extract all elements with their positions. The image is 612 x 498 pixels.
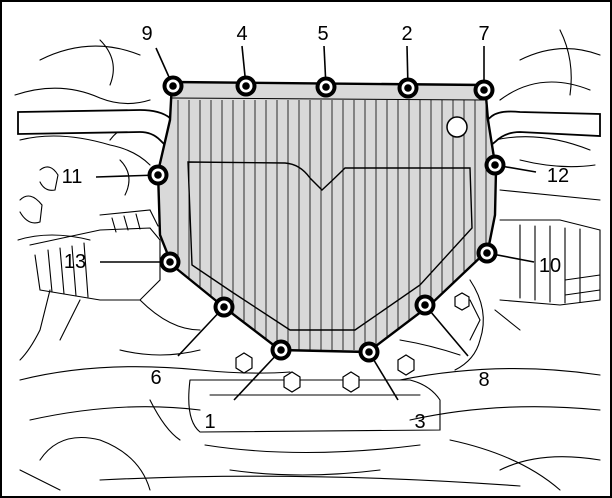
- hex-flange-bolt-icon: [235, 75, 257, 97]
- bolt-number-label: 6: [150, 367, 161, 389]
- bolt-number-label: 3: [414, 411, 425, 433]
- bolt-2: 2: [397, 23, 419, 99]
- hex-nut-icon: [342, 371, 360, 393]
- bolt-11: 11: [62, 164, 169, 188]
- bolt-number-label: 13: [64, 251, 86, 273]
- hex-nut-icon: [397, 354, 415, 376]
- hex-flange-bolt-icon: [476, 242, 498, 264]
- hex-flange-bolt-icon: [473, 79, 495, 101]
- bolt-number-label: 10: [539, 255, 561, 277]
- bolt-number-label: 9: [141, 23, 152, 45]
- hex-flange-bolt-icon: [358, 341, 380, 363]
- hex-flange-bolt-icon: [162, 75, 184, 97]
- bolt-7: 7: [473, 23, 495, 101]
- leader-line: [177, 306, 225, 357]
- hex-flange-bolt-icon: [147, 164, 169, 186]
- bolt-10: 10: [476, 242, 561, 277]
- bolt-4: 4: [235, 23, 257, 97]
- oil-pan-inner-recess: [187, 161, 473, 331]
- drain-plug-icon: [446, 116, 468, 138]
- bolt-number-label: 8: [478, 369, 489, 391]
- bolt-number-label: 12: [547, 165, 569, 187]
- bolt-number-label: 4: [236, 23, 247, 45]
- bolt-9: 9: [141, 23, 184, 97]
- leader-line: [233, 349, 282, 401]
- bolt-8: 8: [414, 294, 490, 391]
- hex-nut-icon: [283, 371, 301, 393]
- bolt-3: 3: [358, 341, 426, 433]
- leader-line: [424, 304, 469, 357]
- hex-flange-bolt-icon: [213, 296, 235, 318]
- bolt-number-label: 2: [401, 23, 412, 45]
- hex-nut-icon: [454, 292, 470, 311]
- hex-flange-bolt-icon: [159, 251, 181, 273]
- hex-flange-bolt-icon: [484, 154, 506, 176]
- bolt-6: 6: [150, 296, 235, 389]
- background-chassis-sketch: [14, 29, 601, 491]
- bolt-number-label: 1: [204, 411, 215, 433]
- hex-flange-bolt-icon: [270, 339, 292, 361]
- subframe-nuts: [235, 292, 470, 393]
- oil-pan: [156, 80, 498, 354]
- bolt-5: 5: [315, 23, 337, 98]
- hex-nut-icon: [235, 352, 253, 374]
- hex-flange-bolt-icon: [414, 294, 436, 316]
- bolt-12: 12: [484, 154, 569, 187]
- hex-flange-bolt-icon: [315, 76, 337, 98]
- bolt-number-label: 7: [478, 23, 489, 45]
- hex-flange-bolt-icon: [397, 77, 419, 99]
- oil-pan-outline: [156, 80, 498, 354]
- bolt-13: 13: [64, 251, 181, 273]
- bolt-1: 1: [204, 339, 292, 433]
- bolt-number-label: 5: [317, 23, 328, 45]
- oil-pan-flange: [171, 97, 485, 101]
- bolt-number-label: 11: [62, 166, 83, 188]
